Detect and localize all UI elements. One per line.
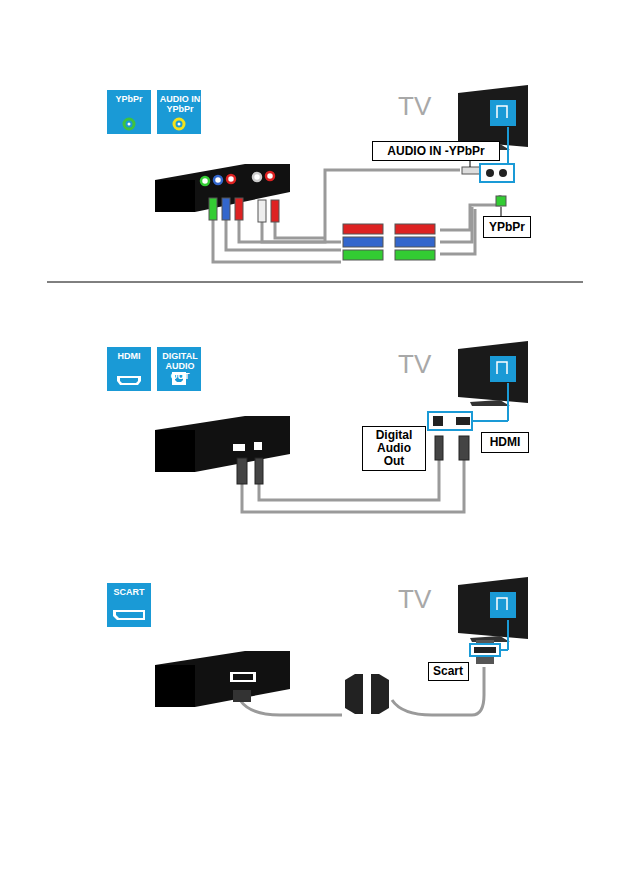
icon-label: DIGITAL AUDIO OUT — [157, 351, 203, 381]
port-callout: HDMI — [481, 432, 529, 453]
connector-icon-tile: YPbPr — [107, 90, 151, 134]
port-callout: Scart — [428, 662, 469, 681]
connector-icon-tile: DIGITAL AUDIO OUT — [157, 347, 203, 391]
tv-label: TV — [398, 92, 431, 120]
port-callout: YPbPr — [483, 216, 531, 238]
connector-icon-tile: SCART — [107, 583, 151, 627]
tv-label: TV — [398, 585, 431, 613]
icon-label: YPbPr — [115, 94, 142, 104]
tv-label: TV — [398, 350, 431, 378]
icon-label: HDMI — [118, 351, 141, 361]
port-callout: Digital Audio Out — [362, 426, 426, 471]
icon-label: SCART — [114, 587, 145, 597]
callout-label: YPbPr — [489, 221, 525, 234]
callout-label: AUDIO IN -YPbPr — [387, 145, 484, 158]
connector-icon-tile: AUDIO IN YPbPr — [157, 90, 203, 134]
callout-label: Scart — [433, 665, 463, 678]
callout-label: Digital Audio Out — [367, 429, 421, 468]
icon-label: AUDIO IN YPbPr — [157, 94, 203, 114]
port-callout: AUDIO IN -YPbPr — [372, 141, 500, 161]
callout-label: HDMI — [490, 436, 521, 449]
connector-icon-tile: HDMI — [107, 347, 151, 391]
